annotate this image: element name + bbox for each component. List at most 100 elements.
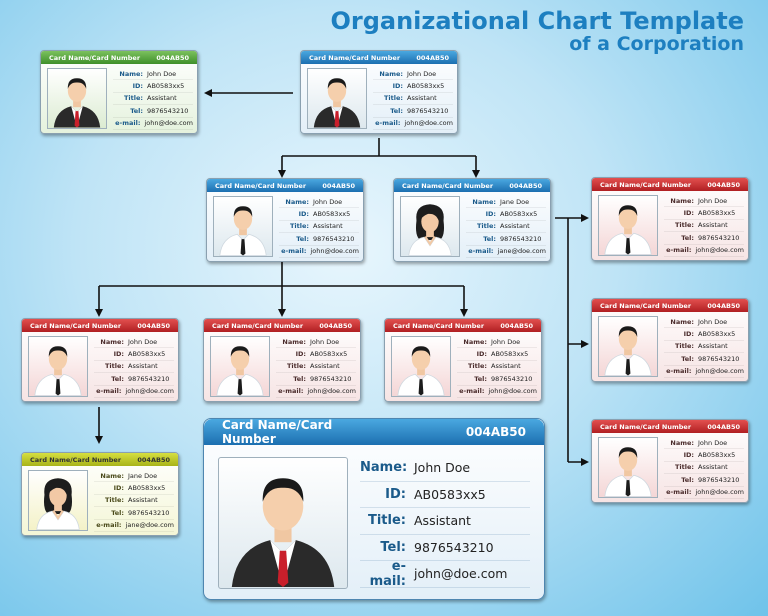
card-number: 004AB50 xyxy=(137,455,170,464)
card-photo xyxy=(28,470,88,531)
card-photo xyxy=(598,195,658,256)
field-value-name: John Doe xyxy=(128,337,158,346)
field-value-name: John Doe xyxy=(698,317,728,326)
field-value-title: Assistant xyxy=(313,222,343,231)
field-label-id: ID: xyxy=(485,210,496,219)
field-label-tel: Tel: xyxy=(380,539,406,555)
field-value-title: Assistant xyxy=(128,496,158,505)
field-label-title: Title: xyxy=(467,362,487,371)
field-value-tel: 9876543210 xyxy=(407,106,449,115)
field-row-tel: Tel:9876543210 xyxy=(113,105,193,118)
field-row-email: e-mail:jane@doe.com xyxy=(94,520,174,532)
field-value-title: Assistant xyxy=(310,362,340,371)
field-value-email: john@doe.com xyxy=(695,488,744,497)
card-number: 004AB50 xyxy=(319,321,352,330)
field-label-id: ID: xyxy=(683,451,694,460)
field-label-tel: Tel: xyxy=(474,374,487,383)
male-avatar-icon xyxy=(313,78,361,128)
field-label-tel: Tel: xyxy=(111,374,124,383)
field-row-name: Name:John Doe xyxy=(664,437,744,450)
field-label-email: e-mail: xyxy=(278,387,304,396)
field-row-id: ID:AB0583xx5 xyxy=(373,80,453,93)
field-value-name: John Doe xyxy=(414,460,471,476)
male-avatar-icon xyxy=(53,78,101,128)
field-label-id: ID: xyxy=(295,350,306,359)
field-label-name: Name: xyxy=(360,460,408,476)
field-label-tel: Tel: xyxy=(111,508,124,517)
field-label-id: ID: xyxy=(683,209,694,218)
field-row-tel: Tel:9876543210 xyxy=(94,507,174,520)
field-label-name: Name: xyxy=(100,471,124,480)
field-row-email: e-mail:john@doe.com xyxy=(279,246,359,258)
male-avatar-icon xyxy=(219,206,267,256)
card-header-label: Card Name/Card Number xyxy=(393,321,485,330)
field-value-email: jane@doe.com xyxy=(497,247,546,256)
field-value-email: john@doe.com xyxy=(307,387,356,396)
card-header-label: Card Name/Card Number xyxy=(215,181,307,190)
field-label-email: e-mail: xyxy=(115,119,141,128)
card-number: 004AB50 xyxy=(156,53,189,62)
field-row-name: Name:John Doe xyxy=(113,68,193,81)
field-value-tel: 9876543210 xyxy=(128,374,170,383)
male-avatar-icon xyxy=(604,326,652,376)
field-value-name: John Doe xyxy=(698,438,728,447)
female-avatar-icon xyxy=(36,478,80,530)
card-number: 004AB50 xyxy=(465,425,526,439)
field-row-title: Title:Assistant xyxy=(94,361,174,374)
field-row-title: Title:Assistant xyxy=(664,341,744,354)
field-row-name: Name: John Doe xyxy=(360,455,530,482)
field-label-email: e-mail: xyxy=(459,387,485,396)
field-label-email: e-mail: xyxy=(468,247,494,256)
card-header-label: Card Name/Card Number xyxy=(212,321,304,330)
field-row-tel: Tel:9876543210 xyxy=(279,233,359,246)
field-label-email: e-mail: xyxy=(96,521,122,530)
field-row-title: Title:Assistant xyxy=(279,221,359,234)
card-photo xyxy=(47,68,107,129)
field-row-name: Name:Jane Doe xyxy=(466,196,546,209)
field-row-email: e-mail:john@doe.com xyxy=(664,245,744,257)
field-value-id: AB0583xx5 xyxy=(414,486,486,502)
field-row-name: Name:John Doe xyxy=(664,316,744,329)
field-label-title: Title: xyxy=(123,94,143,103)
field-row-tel: Tel: 9876543210 xyxy=(94,373,174,386)
field-value-name: John Doe xyxy=(313,197,343,206)
male-avatar-icon xyxy=(34,346,82,396)
field-label-id: ID: xyxy=(113,484,124,493)
card-photo xyxy=(598,316,658,377)
card-header-label: Card Name/Card Number xyxy=(600,422,692,431)
field-label-id: ID: xyxy=(385,486,406,502)
card-photo xyxy=(391,336,451,397)
field-value-tel: 9876543210 xyxy=(491,374,533,383)
field-row-email: e-mail:john@doe.com xyxy=(664,487,744,499)
male-avatar-icon xyxy=(604,447,652,497)
field-label-title: Title: xyxy=(674,463,694,472)
card-number: 004AB50 xyxy=(707,301,740,310)
field-row-id: ID:AB0583xx5 xyxy=(664,207,744,220)
field-value-email: john@doe.com xyxy=(144,119,193,128)
field-row-email: e-mail:john@doe.com xyxy=(276,386,356,398)
field-value-title: Assistant xyxy=(128,362,158,371)
